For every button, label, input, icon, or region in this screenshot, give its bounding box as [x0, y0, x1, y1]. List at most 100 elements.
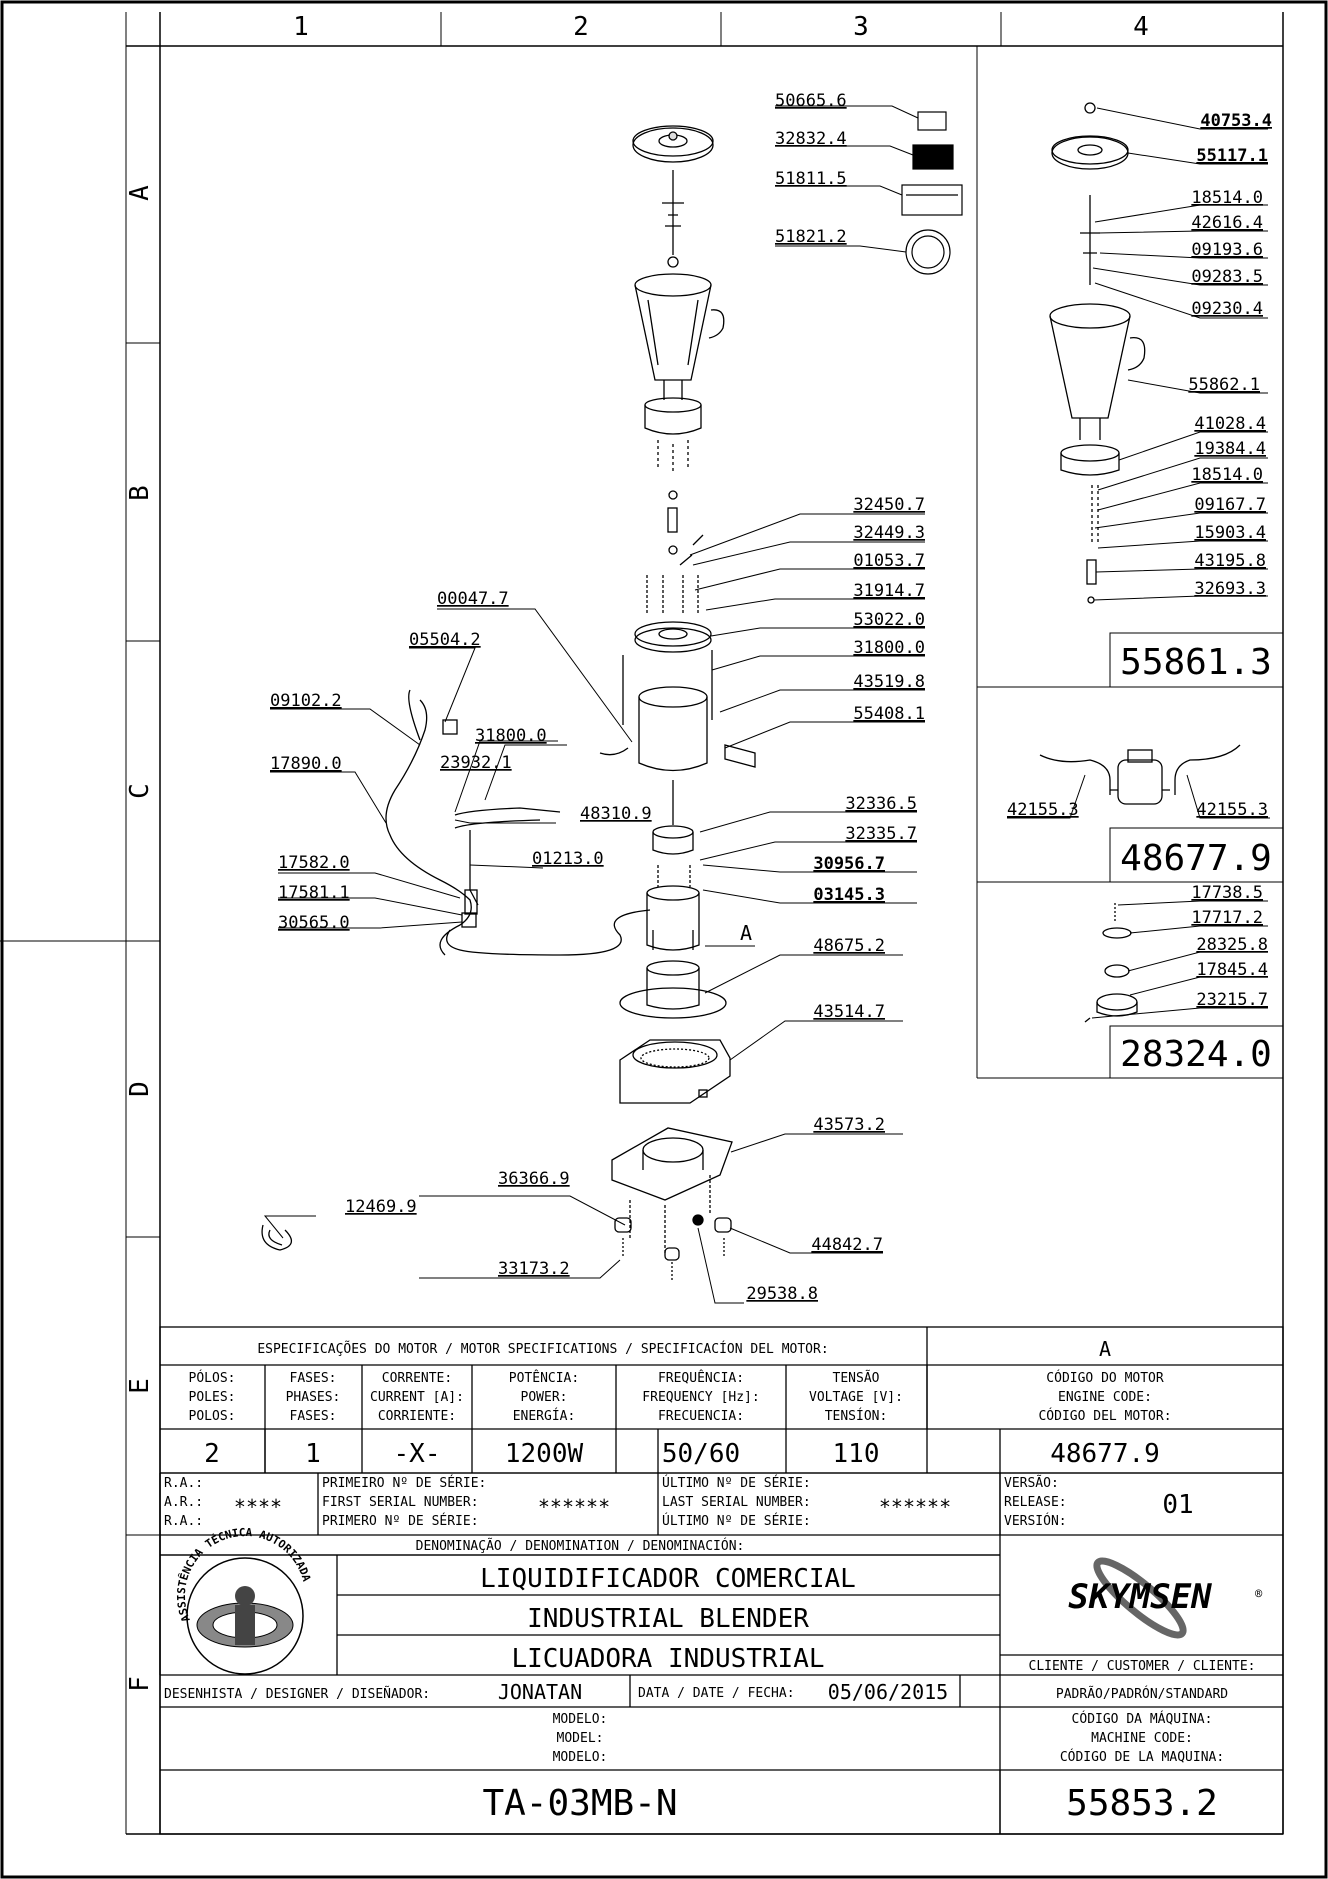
leader-lines	[263, 105, 925, 1304]
model-label: MODEL:	[557, 1731, 604, 1746]
designer-value: JONATAN	[498, 1680, 582, 1704]
callout: 42616.4	[1191, 213, 1263, 233]
spec-header: VOLTAGE [V]:	[809, 1390, 903, 1405]
grid-row-f: F	[125, 1676, 155, 1692]
callout: 17845.4	[1196, 960, 1268, 980]
serial-label: LAST SERIAL NUMBER:	[662, 1495, 811, 1510]
kit-motor-graphic	[1039, 744, 1241, 805]
kit-jar-code: 55861.3	[1120, 642, 1272, 683]
callout: 42155.3	[1196, 800, 1268, 820]
serial-label: RELEASE:	[1004, 1495, 1067, 1510]
grid-row-a: A	[125, 185, 155, 201]
motor-specs-headers: PÓLOS: POLES: POLOS: FASES: PHASES: FASE…	[189, 1370, 1172, 1424]
exploded-assembly	[261, 125, 756, 1280]
callout: 01213.0	[532, 849, 604, 869]
callout: 30956.7	[813, 854, 885, 874]
spec-header: CORRIENTE:	[378, 1409, 456, 1424]
spec-header: ENGINE CODE:	[1058, 1390, 1152, 1405]
date-value: 05/06/2015	[828, 1680, 948, 1704]
spec-header: TENSÃO	[833, 1370, 880, 1386]
date-label: DATA / DATE / FECHA:	[638, 1686, 795, 1701]
model-label: MODELO:	[553, 1712, 608, 1727]
serial-label: PRIMERO Nº DE SÉRIE:	[322, 1513, 479, 1529]
callout: 17738.5	[1191, 883, 1263, 903]
first-serial-value: ******	[538, 1495, 610, 1519]
spec-header: CÓDIGO DEL MOTOR:	[1038, 1408, 1171, 1424]
callout: 43195.8	[1194, 551, 1266, 571]
customer-label: CLIENTE / CUSTOMER / CLIENTE:	[1029, 1659, 1256, 1674]
spec-header: POTÊNCIA:	[509, 1370, 579, 1386]
machine-code-label: MACHINE CODE:	[1091, 1731, 1193, 1746]
callout: 31800.0	[853, 638, 925, 658]
spec-value: 2	[204, 1439, 220, 1469]
callout: 50665.6	[775, 91, 847, 111]
main-callout-labels: 50665.6 32832.4 51811.5 51821.2 32450.7 …	[270, 91, 925, 1304]
callout: 00047.7	[437, 589, 509, 609]
spec-value: 1	[305, 1439, 321, 1469]
spec-header: POLES:	[189, 1390, 236, 1405]
machine-code-label: CÓDIGO DE LA MAQUINA:	[1060, 1749, 1224, 1765]
kit-leader-lines	[1007, 107, 1270, 1019]
kit-coupling-graphic	[1084, 903, 1138, 1023]
spec-header: CÓDIGO DO MOTOR	[1046, 1370, 1164, 1386]
callout: 18514.0	[1191, 188, 1263, 208]
callout: 32450.7	[853, 495, 925, 515]
stickers	[901, 111, 963, 275]
callout: 19384.4	[1194, 439, 1266, 459]
spec-value: 48677.9	[1050, 1439, 1160, 1469]
callout: 40753.4	[1200, 111, 1272, 131]
spec-header: CORRENTE:	[382, 1371, 452, 1386]
kit-motor-code: 48677.9	[1120, 838, 1272, 879]
spec-header: FREQUÊNCIA:	[658, 1370, 744, 1386]
spec-header: FASES:	[290, 1371, 337, 1386]
spec-header: POLOS:	[189, 1409, 236, 1424]
motor-specs-values: 2 1 -X- 1200W 50/60 110 48677.9	[204, 1439, 1160, 1469]
denomination-pt: LIQUIDIFICADOR COMERCIAL	[480, 1564, 856, 1594]
callout: 51811.5	[775, 169, 847, 189]
callout: 09167.7	[1194, 495, 1266, 515]
callout: 15903.4	[1194, 523, 1266, 543]
serial-label: VERSÃO:	[1004, 1475, 1059, 1491]
motor-specs-detail-ref: A	[1099, 1337, 1111, 1361]
callout: 09283.5	[1191, 267, 1263, 287]
kit-coupling-code: 28324.0	[1120, 1034, 1272, 1075]
serial-label: R.A.:	[164, 1514, 203, 1529]
callout: 09102.2	[270, 691, 342, 711]
denomination-es: LICUADORA INDUSTRIAL	[511, 1644, 824, 1674]
callout: 09230.4	[1191, 299, 1263, 319]
last-serial-value: ******	[879, 1495, 951, 1519]
grid-col-4: 4	[1133, 12, 1149, 42]
serial-label: ÚLTIMO Nº DE SÉRIE:	[662, 1513, 811, 1529]
serial-label: ÚLTIMO Nº DE SÉRIE:	[662, 1475, 811, 1491]
callout: 17581.1	[278, 883, 350, 903]
machine-code-label: CÓDIGO DA MÁQUINA:	[1072, 1711, 1213, 1727]
spec-header: FASES:	[290, 1409, 337, 1424]
grid-row-b: B	[125, 485, 155, 501]
callout: 05504.2	[409, 630, 481, 650]
serial-label: A.R.:	[164, 1495, 203, 1510]
callout: 23932.1	[440, 753, 512, 773]
callout: 51821.2	[775, 227, 847, 247]
callout: 42155.3	[1007, 800, 1079, 820]
callout: 17717.2	[1191, 908, 1263, 928]
spec-value: 1200W	[505, 1439, 584, 1469]
spec-header: ENERGÍA:	[513, 1408, 576, 1424]
callout: 32693.3	[1194, 579, 1266, 599]
callout: 01053.7	[853, 551, 925, 571]
callout: 28325.8	[1196, 935, 1268, 955]
callout: 17582.0	[278, 853, 350, 873]
spec-header: PÓLOS:	[189, 1370, 236, 1386]
model-label: MODELO:	[553, 1750, 608, 1765]
kit-panels	[976, 46, 1284, 1079]
skymsen-logo: SKYMSEN ®	[1068, 1557, 1263, 1639]
spec-header: PHASES:	[286, 1390, 341, 1405]
spec-value: 50/60	[662, 1439, 740, 1469]
grid-row-e: E	[125, 1378, 155, 1394]
kit-callout-labels: 40753.4 55117.1 18514.0 42616.4 09193.6 …	[1007, 111, 1272, 1010]
callout: 43573.2	[813, 1115, 885, 1135]
callout: 31800.0	[475, 726, 547, 746]
brand-mark: ®	[1255, 1587, 1263, 1601]
serial-label: FIRST SERIAL NUMBER:	[322, 1495, 479, 1510]
